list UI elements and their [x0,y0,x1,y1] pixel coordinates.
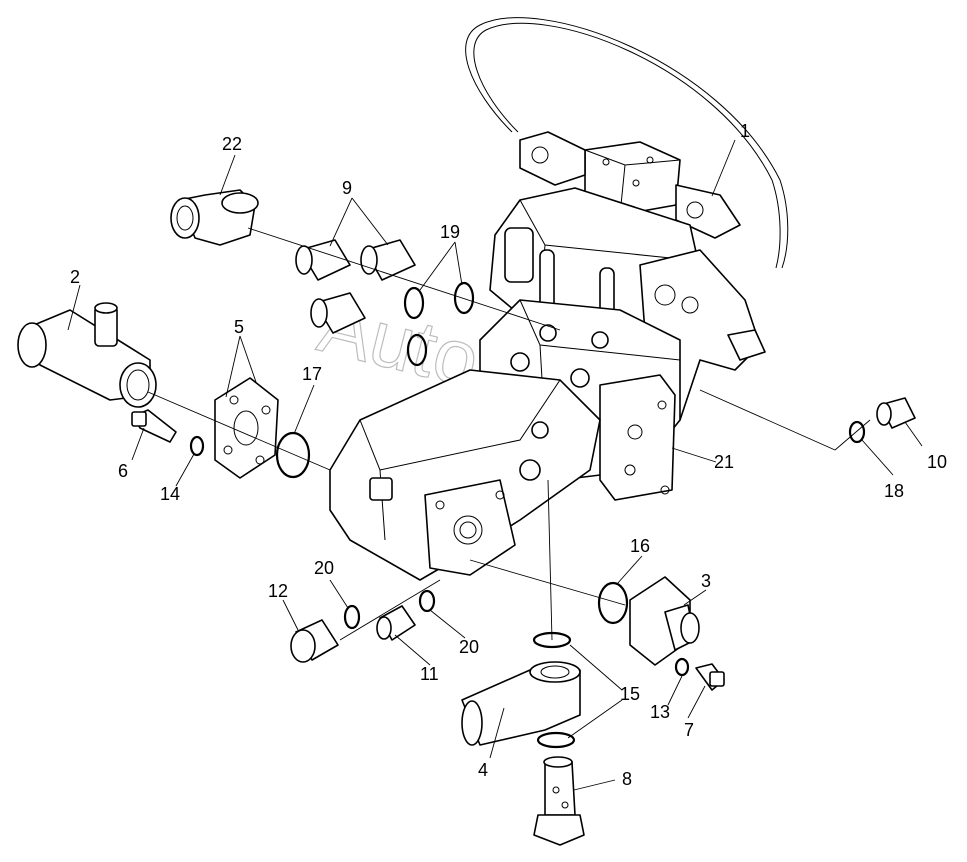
o-ring-large [275,431,311,479]
outlet-flange [629,576,700,666]
tee-pipe [17,302,157,408]
seal-ring [343,604,361,630]
small-washer [674,657,690,677]
callout-8: 8 [622,769,632,789]
seal-ring-2 [418,589,436,613]
pump-assembly [329,131,766,581]
callout-3: 3 [701,571,711,591]
bolt [131,409,177,443]
washer [189,435,205,457]
flange-bolt [695,663,725,691]
leader-lines [67,139,923,791]
callout-9: 9 [342,178,352,198]
flange-half [214,377,279,479]
callout-10: 10 [927,452,947,472]
callout-13: 13 [650,702,670,722]
callout-20-right: 20 [459,637,479,657]
callout-2: 2 [70,267,80,287]
callout-16: 16 [630,536,650,556]
adapter-fitting [376,605,416,641]
callout-4: 4 [478,760,488,780]
callout-17: 17 [302,364,322,384]
callout-20-left: 20 [314,558,334,578]
banjo-bolt [533,756,585,846]
callout-14: 14 [160,484,180,504]
right-o-ring [848,420,866,444]
callout-22: 22 [222,134,242,154]
callout-7: 7 [684,720,694,740]
callout-5: 5 [234,317,244,337]
banjo-seal-lower [536,731,576,749]
straight-fittings [295,239,416,334]
callout-19: 19 [440,222,460,242]
callout-21: 21 [714,452,734,472]
callout-12: 12 [268,581,288,601]
plug-fitting [290,619,339,663]
callout-18: 18 [884,481,904,501]
banjo-fitting [461,661,581,746]
callout-11: 11 [420,664,439,684]
sensor-cable [465,17,789,269]
callout-labels: 1 2 3 4 5 6 7 8 9 10 11 12 13 14 15 16 1… [70,121,947,789]
flange-o-ring [597,581,629,625]
callout-6: 6 [118,461,128,481]
o-rings [403,281,475,367]
elbow-fitting [170,189,259,246]
callout-15: 15 [620,684,640,704]
right-fitting [876,397,916,429]
callout-1: 1 [740,121,750,141]
